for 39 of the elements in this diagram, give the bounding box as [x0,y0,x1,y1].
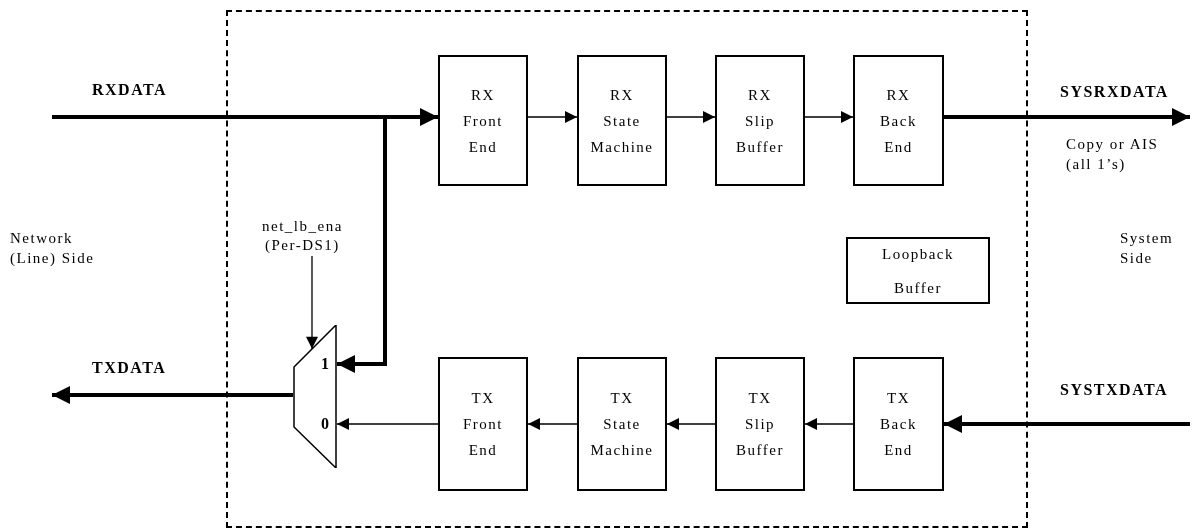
arrow [336,418,439,430]
process-box [438,357,528,491]
box-label: TX Slip Buffer [736,389,784,460]
box-label: RX Back End [880,85,917,157]
box-label: TX Front End [463,389,503,460]
arrow [527,418,578,430]
box-label: RX Front End [463,85,503,157]
multiplexer-symbol [293,325,337,468]
process-box [577,357,667,491]
process-box [715,357,805,491]
port-label: 0 [321,415,329,433]
arrow [337,117,387,373]
box-label: TX State Machine [590,389,654,460]
side-note: Copy or AIS (all 1’s) [1066,135,1160,174]
process-box [853,55,944,186]
process-box [846,237,990,304]
side-note: System Side [1120,229,1175,268]
box-label: TX Back End [880,389,917,460]
process-box [715,55,805,186]
arrow [804,111,854,123]
arrow [944,415,1190,433]
arrow [666,111,716,123]
signal-label: net_lb_ena (Per-DS1) [262,216,343,256]
dashed-boundary [226,10,1028,528]
process-box [577,55,667,186]
process-box [853,357,944,491]
box-label: RX State Machine [590,85,654,157]
arrow [666,418,716,430]
box-label: Loopback Buffer [882,244,954,298]
process-box [438,55,528,186]
port-label: 1 [321,355,329,373]
box-label: RX Slip Buffer [736,85,784,157]
arrow [804,418,854,430]
arrow [527,111,578,123]
arrow [52,108,438,126]
arrow [52,386,293,404]
arrow [306,255,318,350]
side-note: Network (Line) Side [10,229,96,268]
arrow [944,108,1190,126]
